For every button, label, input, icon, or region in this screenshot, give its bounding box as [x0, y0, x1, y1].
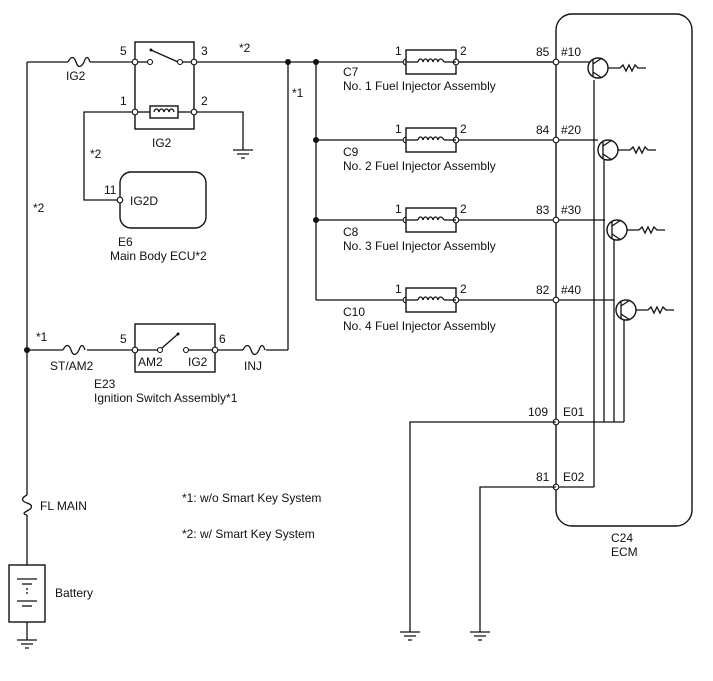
ecm-ground-wiring — [400, 421, 556, 641]
fuse-inj-label: INJ — [244, 359, 262, 373]
ecm-pin-83: 83 — [536, 203, 550, 217]
ecm-term-10: #10 — [561, 45, 581, 59]
ecm-name: ECM — [611, 545, 638, 559]
relay-pin-3: 3 — [201, 44, 208, 58]
injector-1-pin-a: 1 — [395, 44, 402, 58]
ignition-switch — [131, 323, 219, 373]
battery-label: Battery — [55, 586, 93, 600]
ecm-internal-wiring — [556, 61, 625, 488]
ecm-transistor-1 — [587, 57, 646, 79]
ignition-name: Ignition Switch Assembly*1 — [94, 391, 238, 405]
injector-2-code: C9 — [343, 145, 359, 159]
ecm-code: C24 — [611, 531, 633, 545]
ecm-term-40: #40 — [561, 283, 581, 297]
body-ecu-code: E6 — [118, 235, 133, 249]
splice-points — [24, 59, 617, 425]
ecm-term-e02: E02 — [563, 470, 585, 484]
relay-pin-5: 5 — [120, 44, 127, 58]
ecm-pin-85: 85 — [536, 45, 550, 59]
injector-1-pin-b: 2 — [460, 44, 467, 58]
injector-2-pin-a: 1 — [395, 122, 402, 136]
injector-3 — [402, 207, 460, 233]
injector-3-pin-a: 1 — [395, 202, 402, 216]
inj-fuse — [242, 344, 266, 356]
ecm-term-30: #30 — [561, 203, 581, 217]
ignition-am2: AM2 — [138, 355, 163, 369]
relay-pin-1: 1 — [120, 94, 127, 108]
injector-2 — [402, 127, 460, 153]
ignition-ig2: IG2 — [188, 355, 208, 369]
note-ref-star1-left: *1 — [36, 330, 48, 344]
st-am2-fuse — [62, 344, 86, 356]
fl-main-label: FL MAIN — [40, 499, 87, 513]
injector-1 — [402, 49, 460, 75]
ig2-relay — [131, 41, 198, 130]
ignition-pin-6: 6 — [219, 332, 226, 346]
ecm-term-20: #20 — [561, 123, 581, 137]
relay-ground-symbol — [233, 149, 253, 159]
ecm-transistor-3 — [606, 219, 665, 241]
injector-1-code: C7 — [343, 65, 359, 79]
ecm-box — [555, 13, 693, 527]
body-ecu-terminal: IG2D — [130, 194, 158, 208]
legend-note-1: *1: w/o Smart Key System — [182, 491, 321, 505]
note-ref-star2-top: *2 — [239, 41, 251, 55]
injector-4-pin-a: 1 — [395, 282, 402, 296]
note-ref-star2-ecu: *2 — [90, 147, 102, 161]
injector-2-name: No. 2 Fuel Injector Assembly — [343, 159, 496, 173]
injector-3-code: C8 — [343, 225, 359, 239]
legend-note-2: *2: w/ Smart Key System — [182, 527, 315, 541]
ignition-code: E23 — [94, 377, 116, 391]
injector-4-pin-b: 2 — [460, 282, 467, 296]
note-ref-star2-left: *2 — [33, 201, 45, 215]
fuse-ig2 — [67, 56, 91, 68]
power-wiring — [26, 61, 556, 640]
ecm-pin-81: 81 — [536, 470, 550, 484]
ecm-pin-109: 109 — [528, 405, 548, 419]
body-ecu-name: Main Body ECU*2 — [110, 249, 207, 263]
fuse-st-am2-label: ST/AM2 — [50, 359, 94, 373]
battery-ground-symbol — [17, 639, 37, 649]
injector-4-name: No. 4 Fuel Injector Assembly — [343, 319, 496, 333]
ignition-pin-5: 5 — [120, 332, 127, 346]
ecm-transistor-4 — [615, 299, 674, 321]
injector-4-code: C10 — [343, 305, 365, 319]
note-ref-star1-vertical: *1 — [292, 86, 304, 100]
body-ecu-pin: 11 — [104, 183, 117, 197]
injector-1-name: No. 1 Fuel Injector Assembly — [343, 79, 496, 93]
ecm-term-e01: E01 — [563, 405, 585, 419]
relay-label: IG2 — [152, 136, 172, 150]
injector-3-pin-b: 2 — [460, 202, 467, 216]
relay-pin-2: 2 — [201, 94, 208, 108]
main-body-ecu — [116, 171, 207, 229]
injector-3-name: No. 3 Fuel Injector Assembly — [343, 239, 496, 253]
fuse-ig2-label: IG2 — [66, 69, 86, 83]
injector-4 — [402, 287, 460, 313]
ecm-pin-84: 84 — [536, 123, 550, 137]
battery — [8, 564, 46, 623]
fl-main-fuse — [21, 494, 33, 516]
ecm-pin-82: 82 — [536, 283, 550, 297]
ecm-transistor-2 — [597, 139, 656, 161]
injector-2-pin-b: 2 — [460, 122, 467, 136]
